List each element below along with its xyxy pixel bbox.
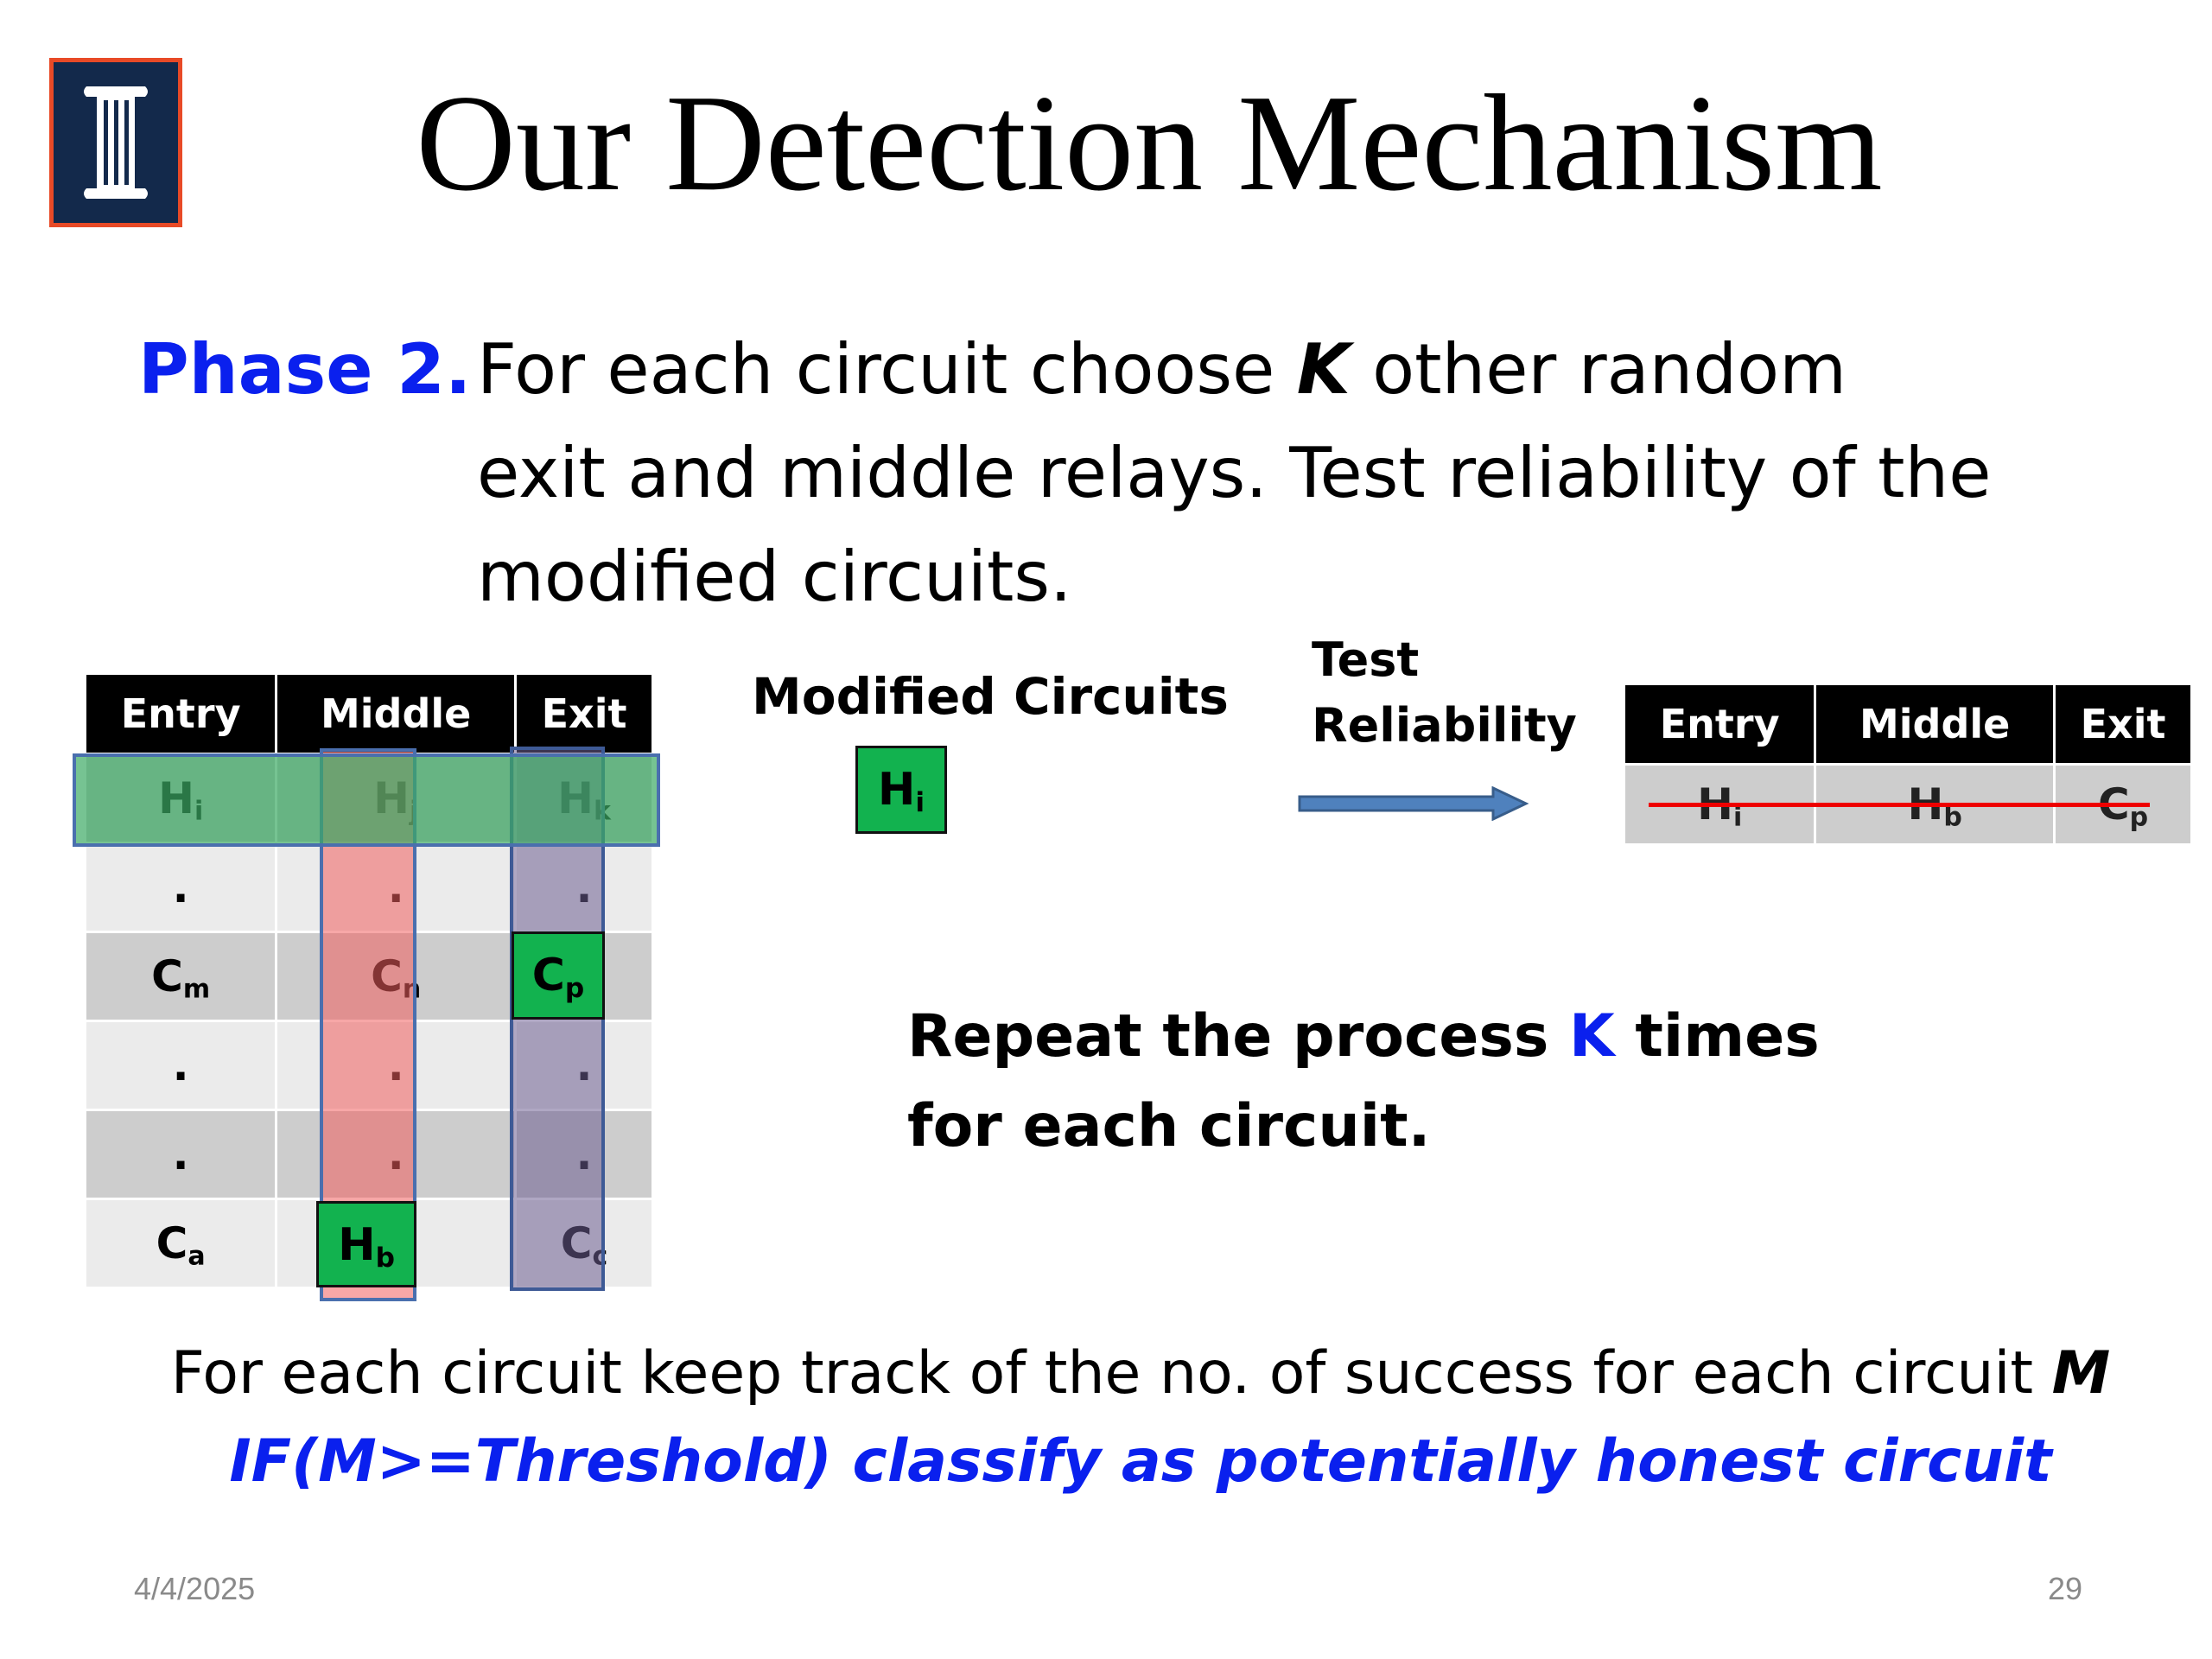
column-header-exit: Exit — [514, 672, 654, 755]
result-table: Entry Middle Exit Hi Hb Cp — [1622, 683, 2193, 846]
phase-description: For each circuit choose K other random e… — [477, 318, 2119, 629]
column-header-exit: Exit — [2053, 683, 2193, 766]
table-cell: . — [83, 842, 278, 933]
column-header-entry: Entry — [83, 672, 278, 755]
phase-line-2: exit and middle relays. Test reliability… — [477, 433, 1992, 513]
column-header-middle: Middle — [275, 672, 518, 755]
slide-number: 29 — [2048, 1571, 2083, 1606]
table-cell: . — [83, 1109, 278, 1200]
table-header-row: Entry Middle Exit — [1622, 683, 2193, 766]
table-cell: Ca — [83, 1198, 278, 1289]
random-middle-relay-box: Hb — [316, 1201, 416, 1287]
modified-circuit-box: Hi — [855, 746, 947, 834]
phase-label: Phase 2. — [138, 329, 472, 410]
table-cell: . — [83, 1020, 278, 1111]
table-header-row: Entry Middle Exit — [83, 672, 654, 755]
phase-line-1: For each circuit choose K other random — [477, 329, 1847, 410]
slide-date: 4/4/2025 — [134, 1571, 256, 1606]
column-i-icon — [54, 62, 178, 223]
classification-rule: IF(M>=Threshold) classify as potentially… — [229, 1427, 2052, 1496]
tracking-statement: For each circuit keep track of the no. o… — [170, 1339, 2111, 1408]
right-arrow-icon — [1298, 786, 1529, 821]
selected-circuit-highlight — [73, 753, 660, 847]
slide-title: Our Detection Mechanism — [416, 66, 1883, 219]
column-header-middle: Middle — [1814, 683, 2056, 766]
table-cell: Cm — [83, 931, 278, 1022]
modified-circuits-label: Modified Circuits — [752, 667, 1229, 726]
test-reliability-label: Test Reliability — [1312, 632, 1577, 753]
column-header-entry: Entry — [1622, 683, 1817, 766]
phase-line-3: modified circuits. — [477, 537, 1072, 617]
random-exit-relay-box: Cp — [512, 931, 605, 1020]
university-logo — [49, 58, 182, 227]
strikethrough-line — [1649, 803, 2150, 807]
repeat-instruction: Repeat the process K times for each circ… — [907, 1002, 1820, 1160]
